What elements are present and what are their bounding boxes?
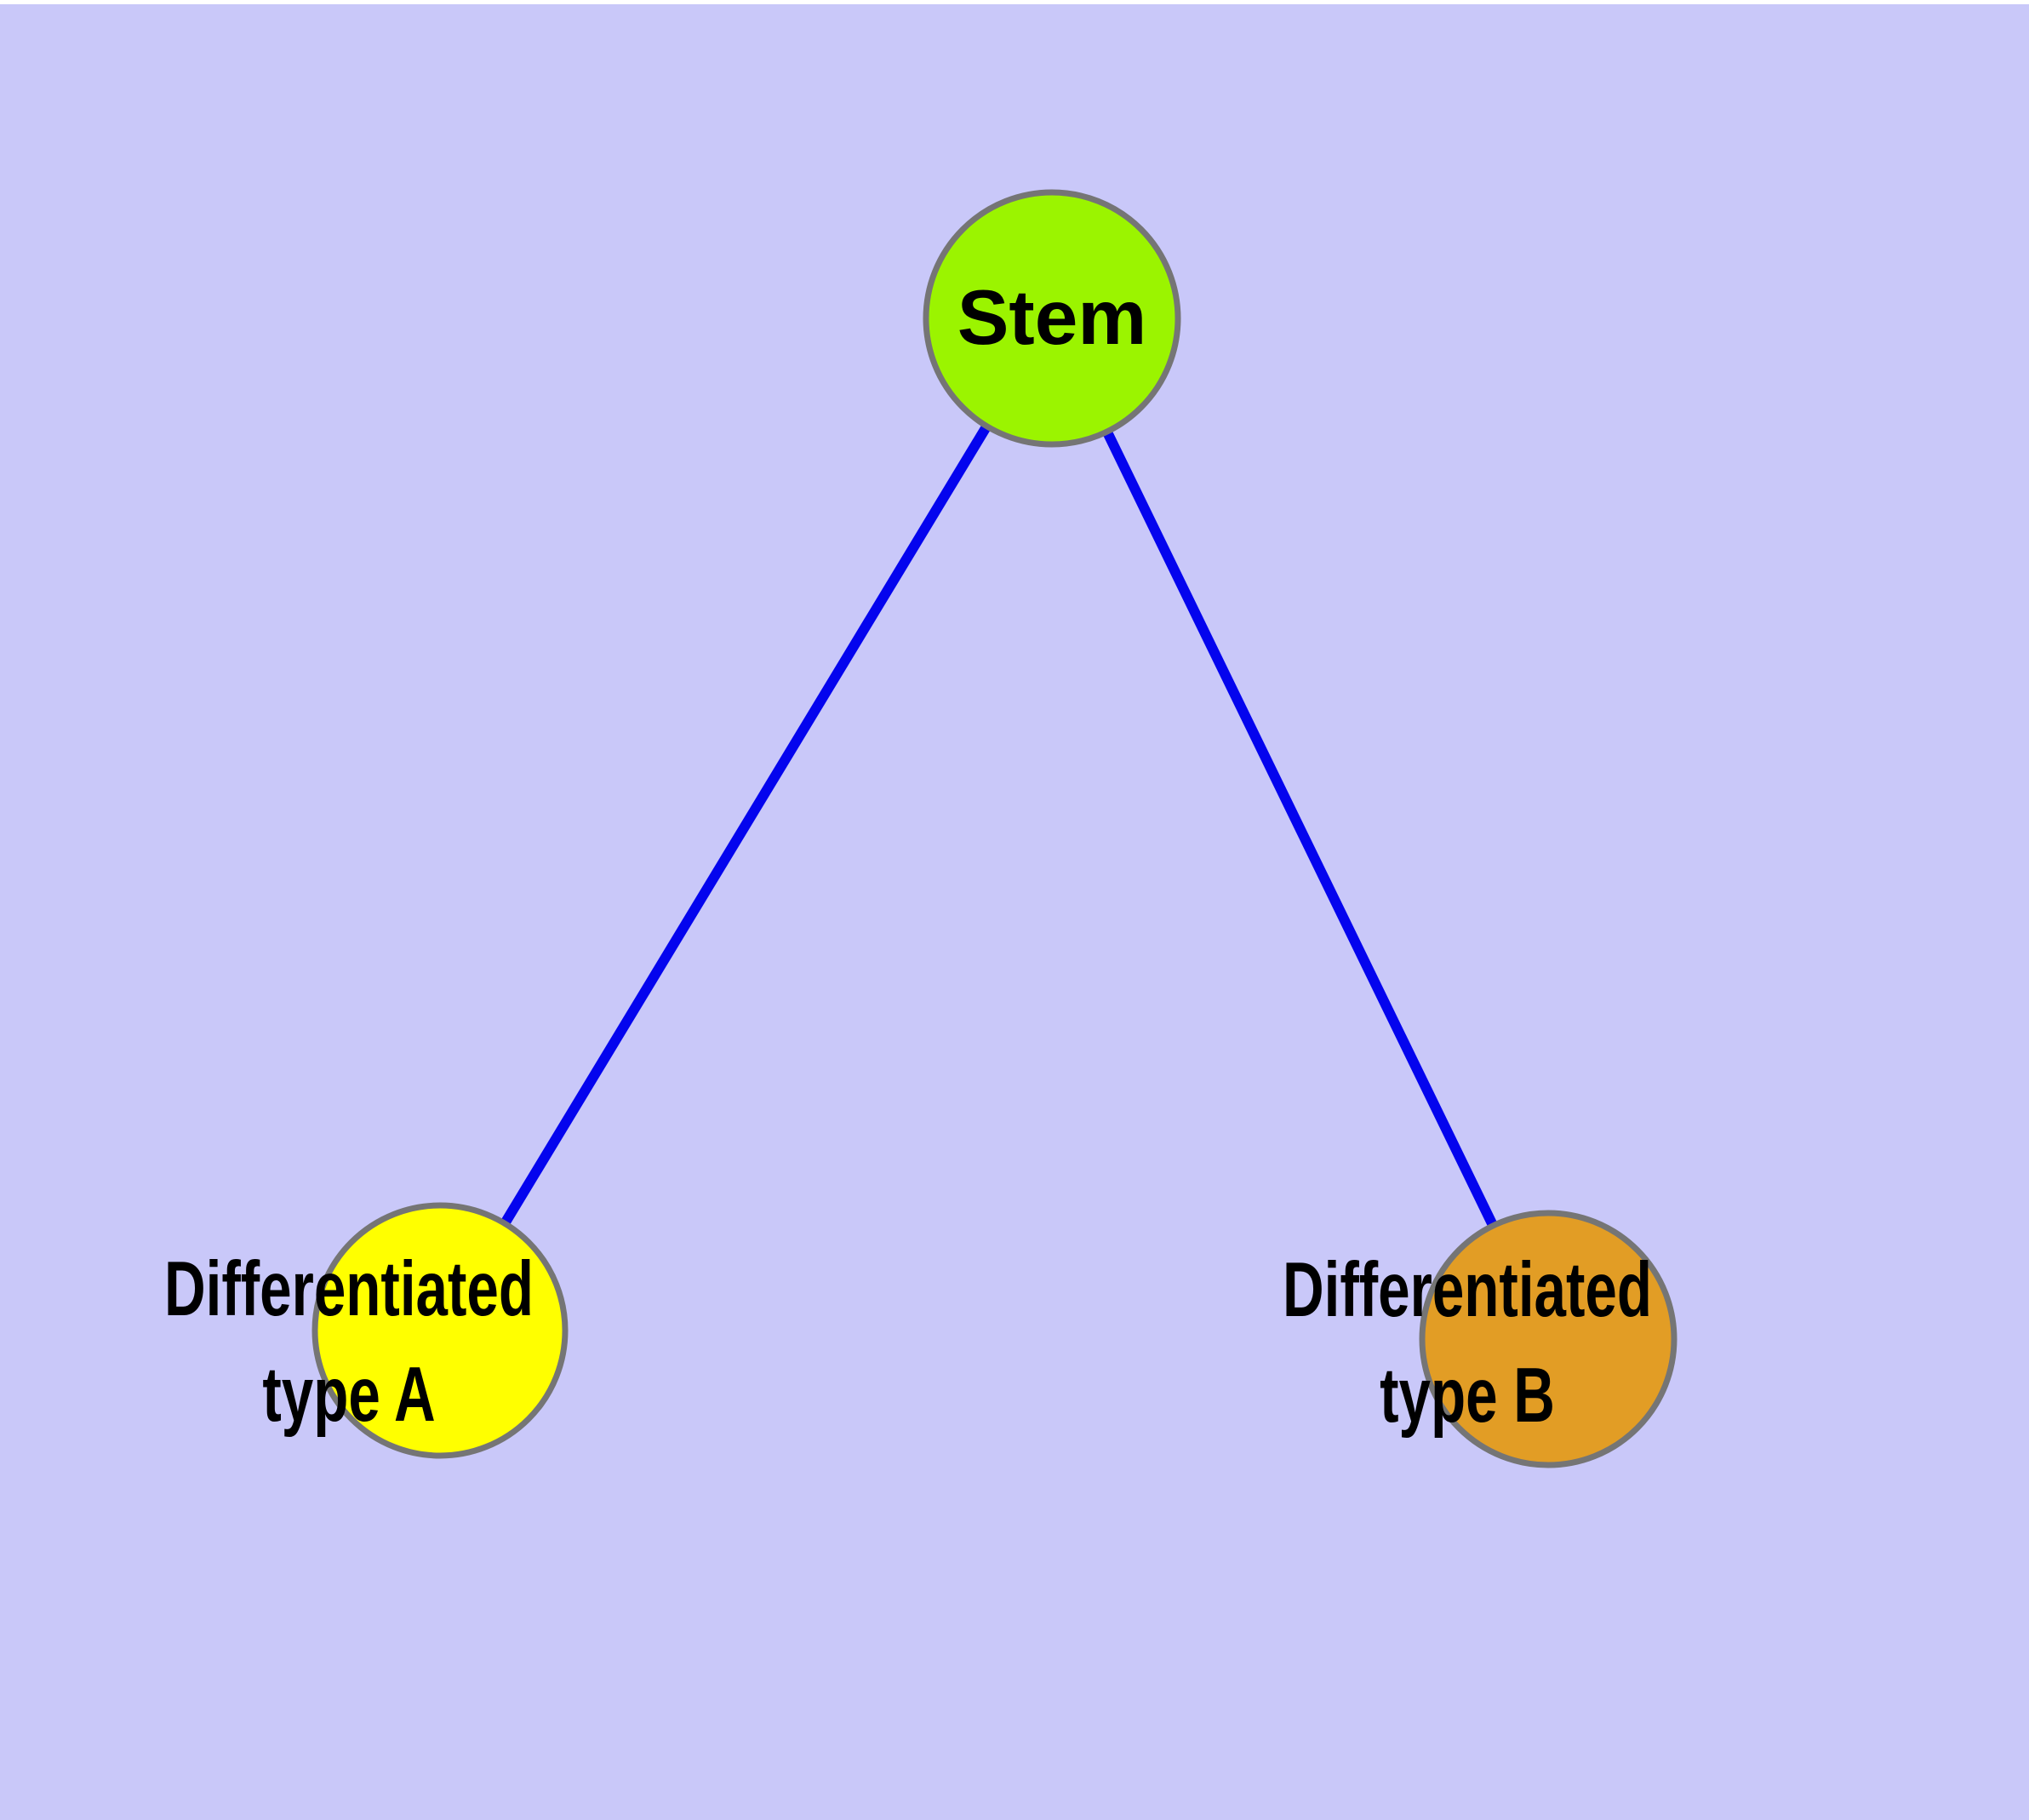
top-margin-strip <box>0 0 2029 4</box>
node-typeB-circle <box>1419 1210 1677 1468</box>
edge-stem-to-typeB <box>1047 316 1553 1342</box>
edge-stem-to-typeA <box>435 315 1057 1334</box>
node-typeA-circle <box>311 1202 569 1459</box>
node-typeA-label: Differentiated type A <box>100 1237 599 1448</box>
node-typeB-label-line1: Differentiated <box>1282 1247 1653 1333</box>
node-stem-label: Stem <box>957 275 1147 361</box>
node-stem-circle <box>923 189 1181 448</box>
node-typeA-label-line1: Differentiated <box>163 1246 534 1332</box>
node-typeB-label: Differentiated type B <box>1218 1238 1718 1449</box>
node-typeA-label-line2: type A <box>262 1352 436 1438</box>
node-typeB-label-line2: type B <box>1380 1353 1555 1439</box>
